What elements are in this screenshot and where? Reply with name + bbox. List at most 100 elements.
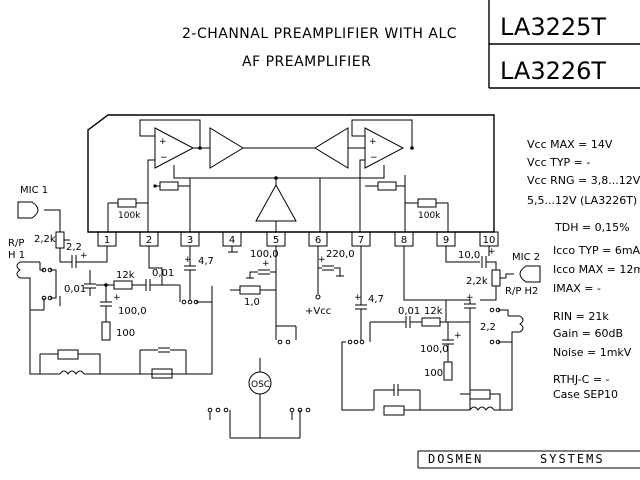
resistor-bottom-left-a: [57, 349, 79, 360]
specs-panel: Vcc MAX = 14V Vcc TYP = - Vcc RNG = 3,8.…: [527, 138, 640, 401]
resistor-12k-left: [113, 280, 133, 290]
brand-right: SYSTEMS: [540, 452, 605, 466]
label-rp-h1-a: R/P: [8, 238, 24, 249]
spec-vcc-max: Vcc MAX = 14V: [527, 138, 613, 151]
inductor-left: [59, 370, 85, 375]
svg-text:+: +: [80, 251, 88, 261]
label-rp-h1-b: H 1: [8, 250, 25, 261]
label-100uf-left: 100,0: [118, 306, 147, 317]
label-100k-right: 100k: [418, 211, 441, 221]
svg-text:+: +: [369, 137, 377, 147]
alc-amp: [255, 183, 297, 222]
left-channel-externals: MIC 1 2,2k 2,2 + R/P H 1 0,01: [8, 185, 214, 379]
resistor-100-right: [443, 361, 453, 381]
resistor-100k-right: [417, 198, 437, 208]
pin-1: 1: [104, 235, 110, 246]
label-1-0: 1,0: [244, 297, 260, 308]
label-osc: OSC: [251, 380, 270, 390]
label-100uf-pin5: 100,0: [250, 249, 279, 260]
pin-7: 7: [358, 235, 364, 246]
label-2k2-right: 2,2k: [466, 276, 488, 287]
svg-text:+: +: [318, 255, 326, 265]
label-100uf-right: 100,0: [420, 344, 449, 355]
resistor-2k2-left: [55, 231, 65, 249]
svg-text:+: +: [354, 293, 362, 303]
label-rp-h2: R/P H2: [505, 286, 538, 297]
buffer-right: [314, 127, 349, 169]
svg-text:+: +: [466, 293, 474, 303]
head-h1-symbol: [16, 261, 21, 279]
spec-thd: TDH = 0,15%: [554, 221, 630, 234]
oscillator: OSC: [207, 358, 311, 439]
label-10uf: 10,0: [458, 250, 480, 261]
resistor-bottom-right-a: [383, 405, 405, 416]
inductor-right: [469, 406, 495, 411]
spec-vcc-rng: Vcc RNG = 3,8...12V: [527, 174, 640, 187]
svg-text:+: +: [488, 247, 496, 257]
label-4-7-right: 4,7: [368, 294, 384, 305]
label-100-right: 100: [424, 368, 443, 379]
opamp-left: + −: [154, 127, 195, 169]
label-001-right: 0,01: [398, 306, 420, 317]
head-h2-symbol: [519, 315, 524, 333]
spec-noise: Noise = 1mkV: [553, 346, 632, 359]
resistor-100k-left: [117, 198, 137, 208]
label-001-left-a: 0,01: [64, 284, 86, 295]
spec-vcc-rng-la3226: 5,5...12V (LA3226T): [527, 194, 637, 207]
pin-4: 4: [229, 235, 235, 246]
label-mic1: MIC 1: [20, 185, 48, 196]
label-2-2-right: 2,2: [480, 322, 496, 333]
label-2k2-left: 2,2k: [34, 234, 56, 245]
label-2-2-left: 2,2: [66, 242, 82, 253]
pin-2: 2: [146, 235, 152, 246]
svg-text:+: +: [113, 293, 121, 303]
label-12k-right: 12k: [424, 306, 443, 317]
ic-body: + − + − 100k: [87, 114, 495, 233]
center-externals: 100,0 + 1,0 220,0 + +Vcc: [228, 246, 355, 345]
pin-10: 10: [483, 235, 496, 246]
resistor-bottom-left-b: [151, 368, 173, 379]
label-mic2: MIC 2: [512, 252, 540, 263]
label-vcc: +Vcc: [305, 306, 331, 317]
resistor-bottom-right-b: [469, 389, 491, 400]
spec-icco-max: Icco MAX = 12mA: [553, 263, 640, 276]
svg-text:+: +: [262, 259, 270, 269]
svg-text:+: +: [159, 137, 167, 147]
resistor-100-left: [101, 321, 111, 341]
spec-vcc-typ: Vcc TYP = -: [527, 156, 590, 169]
part-number-1: LA3225T: [500, 13, 606, 41]
pin-3: 3: [187, 235, 193, 246]
svg-text:+: +: [454, 331, 462, 341]
spec-gain: Gain = 60dB: [553, 327, 623, 340]
label-100-left: 100: [116, 328, 135, 339]
mic2-symbol: [519, 265, 541, 283]
opamp-right: + −: [364, 127, 405, 169]
part-number-2: LA3226T: [500, 57, 606, 85]
label-4-7-left: 4,7: [198, 256, 214, 267]
resistor-12k-right: [421, 317, 441, 327]
ic-outline: [87, 114, 495, 233]
label-220uf: 220,0: [326, 249, 355, 260]
part-number-box: LA3225T LA3226T: [488, 0, 640, 89]
brand-left: DOSMEN: [428, 452, 483, 466]
mic1-symbol: [17, 201, 39, 219]
svg-text:−: −: [370, 153, 378, 163]
resistor-2k2-right: [491, 269, 501, 287]
resistor-1-0: [239, 285, 261, 295]
buffer-left: [209, 127, 244, 169]
spec-case: Case SEP10: [553, 388, 618, 401]
pin-9: 9: [443, 235, 449, 246]
brand-bar: DOSMEN SYSTEMS: [417, 450, 640, 469]
spec-rthj-c: RTHJ-C = -: [553, 373, 610, 386]
svg-text:−: −: [160, 153, 168, 163]
pin-6: 6: [315, 235, 321, 246]
spec-imax: IMAX = -: [553, 282, 601, 295]
ic-pins: 1 2 3 4 5 6 7 8 9 10: [97, 231, 499, 247]
label-12k-left: 12k: [116, 270, 135, 281]
title-line-1: 2-CHANNAL PREAMPLIFIER WITH ALC: [182, 26, 457, 42]
spec-rin: RIN = 21k: [553, 310, 609, 323]
label-001-left-b: 0,01: [152, 268, 174, 279]
svg-text:+: +: [184, 255, 192, 265]
